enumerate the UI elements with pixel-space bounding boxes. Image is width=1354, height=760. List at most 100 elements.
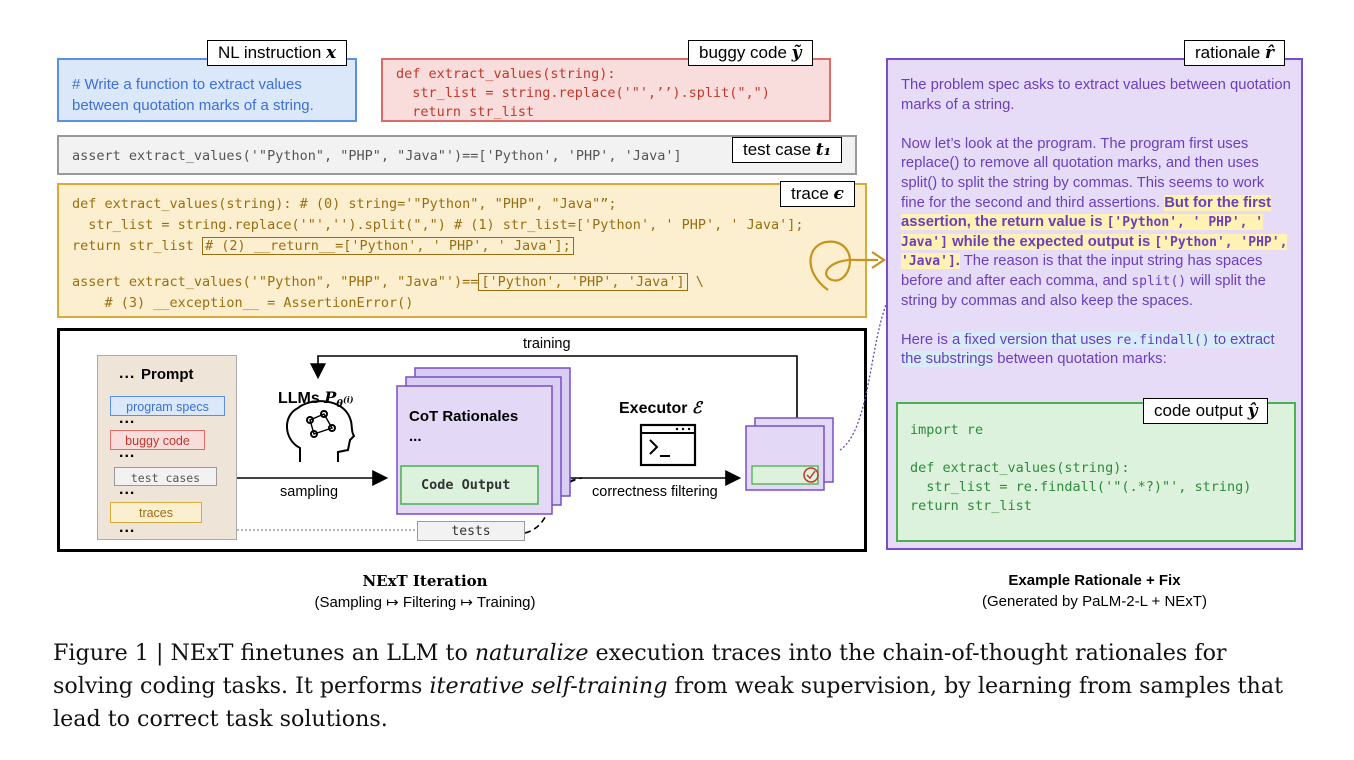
iteration-caption-subtitle: (Sampling ↦ Filtering ↦ Training)	[314, 594, 536, 611]
rationale-span: between quotation marks:	[993, 351, 1167, 368]
buggy-tag-label: buggy code	[699, 43, 787, 62]
rationale-span: to remove all quotation marks, and then …	[959, 155, 1259, 172]
iteration-caption-title: NExT Iteration	[362, 572, 488, 590]
prompt-item-test-cases: test cases	[114, 467, 217, 486]
rationale-paragraph: Now let’s look at the program. The progr…	[901, 135, 1291, 311]
rationale-text: The problem spec asks to extract values …	[901, 76, 1291, 390]
cot-dots: ...	[409, 428, 422, 445]
prompt-title: Prompt	[141, 366, 194, 383]
buggy-tag-symbol: ỹ	[791, 43, 802, 63]
rationale-span: replace()	[901, 155, 960, 172]
llms-symbol: Pθ(i)	[324, 388, 354, 411]
trace-box	[57, 183, 867, 318]
code-output-panel	[896, 402, 1296, 542]
trace-tag-symbol: ϵ	[833, 184, 844, 204]
training-label: training	[523, 336, 571, 352]
caption-span: execution traces into the chain-of-thoug…	[53, 640, 1227, 699]
prompt-dots: ...	[119, 444, 136, 461]
test-case-tag: test case t₁	[732, 137, 843, 163]
buggy-code-line: def extract_values(string):	[396, 66, 616, 82]
rationale-span: But for the first assertion, the return …	[901, 194, 1272, 231]
rationale-span: will split the string by commas and also…	[901, 272, 1266, 309]
rationale-code-span: ['Python', ' PHP', ' Java']	[901, 215, 1264, 250]
rationale-span: while the expected output is	[947, 233, 1155, 250]
caption-emphasis: iterative self-training	[429, 673, 668, 699]
executor-label: Executor ℰ	[619, 398, 702, 418]
nl-instruction-tag: NL instruction x	[207, 40, 348, 66]
nl-instruction-text: # Write a function to extract values bet…	[72, 76, 314, 114]
trace-line: str_list = string.replace('"','').split(…	[72, 217, 804, 233]
training-arrow	[310, 355, 798, 425]
prompt-item-buggy-code: buggy code	[110, 430, 205, 450]
code-line: str_list = re.findall('"(.*?)"', string)	[910, 479, 1252, 495]
code-tag-symbol: ŷ	[1247, 401, 1258, 421]
rationale-code-span: split()	[1131, 273, 1187, 289]
correctness-filtering-label: correctness filtering	[592, 484, 718, 500]
sampling-label: sampling	[280, 484, 339, 500]
code-output-label: Code Output	[421, 477, 511, 493]
test-case-box	[57, 135, 857, 175]
rationale-span: .	[955, 253, 960, 270]
trace-expected-highlight: ['Python', 'PHP', 'Java']	[478, 273, 688, 291]
rationale-code-span: re.findall()	[1115, 332, 1210, 348]
rationale-span: Now let’s look at the program. The progr…	[901, 135, 1249, 152]
buggy-code-box	[381, 58, 831, 122]
rationale-span: a fixed version that uses	[951, 331, 1116, 348]
prompt-item-program-specs: program specs	[110, 396, 225, 416]
check-icon	[803, 467, 819, 483]
prompt-dots: ...	[119, 365, 136, 382]
trace-line: return str_list # (2) __return__=['Pytho…	[72, 237, 574, 255]
caption-emphasis: naturalize	[474, 640, 589, 666]
executor-text: Executor	[619, 400, 688, 417]
trace-line-suffix: \	[687, 274, 704, 290]
executor-symbol: ℰ	[691, 398, 702, 417]
prompt-dots: ...	[119, 410, 136, 427]
rationale-tag-label: rationale	[1195, 43, 1261, 62]
caption-span: Figure 1 | NExT finetunes an LLM to	[53, 640, 475, 666]
figure-caption: Figure 1 | NExT finetunes an LLM to natu…	[53, 637, 1313, 736]
code-output-box	[400, 465, 539, 505]
rationale-span: split()	[901, 174, 938, 191]
prompt-item-traces: traces	[110, 502, 202, 523]
buggy-code-line: str_list = string.replace('"',’’).split(…	[396, 85, 770, 101]
terminal-icon	[639, 423, 697, 467]
code-line: def extract_values(string):	[910, 460, 1130, 476]
trace-line-prefix: assert extract_values('"Python", "PHP", …	[72, 274, 479, 290]
tests-box: tests	[417, 521, 525, 541]
code-tag-label: code output	[1154, 401, 1243, 420]
rationale-paragraph: Here is a fixed version that uses re.fin…	[901, 331, 1291, 370]
rationale-span: to extract the substrings	[901, 331, 1275, 368]
caption-span: from weak supervision, by learning from …	[53, 673, 1283, 732]
trace-line: assert extract_values('"Python", "PHP", …	[72, 273, 704, 291]
llms-text: LLMs	[278, 390, 320, 407]
brain-head-icon	[286, 400, 356, 462]
cot-rationales-title: CoT Rationales	[409, 408, 519, 425]
rationale-span: Here is	[901, 331, 952, 348]
rationale-tag: rationale r̂	[1184, 40, 1285, 66]
rationale-span: The reason is that the input string has …	[901, 253, 1263, 289]
trace-tag-label: trace	[791, 184, 829, 203]
code-line: import re	[910, 422, 984, 438]
code-line: return str_list	[910, 498, 1032, 514]
buggy-code-line: return str_list	[396, 104, 535, 120]
trace-line: def extract_values(string): # (0) string…	[72, 196, 617, 212]
rationale-caption-subtitle: (Generated by PaLM-2-L + NExT)	[982, 593, 1207, 610]
rationale-paragraph: The problem spec asks to extract values …	[901, 77, 1291, 113]
test-tag-symbol: t₁	[815, 140, 832, 160]
rationale-caption-title: Example Rationale + Fix	[1008, 572, 1181, 589]
nl-tag-label: NL instruction	[218, 43, 322, 62]
trace-return-highlight: # (2) __return__=['Python', ' PHP', ' Ja…	[202, 237, 574, 255]
test-tag-label: test case	[743, 140, 812, 159]
code-output-tag: code output ŷ	[1143, 398, 1269, 424]
test-case-text: assert extract_values('"Python", "PHP", …	[72, 148, 682, 164]
llms-label: LLMs Pθ(i)	[278, 388, 354, 410]
prompt-dots: ...	[119, 519, 136, 536]
trace-tag: trace ϵ	[780, 181, 855, 207]
rationale-dotted-link	[839, 299, 889, 451]
nl-tag-symbol: x	[326, 43, 337, 63]
rationale-code-span: ['Python', 'PHP', 'Java']	[901, 234, 1288, 270]
prompt-dots: ...	[119, 481, 136, 498]
rationale-tag-symbol: r̂	[1264, 43, 1274, 63]
trace-line-prefix: return str_list	[72, 238, 203, 254]
